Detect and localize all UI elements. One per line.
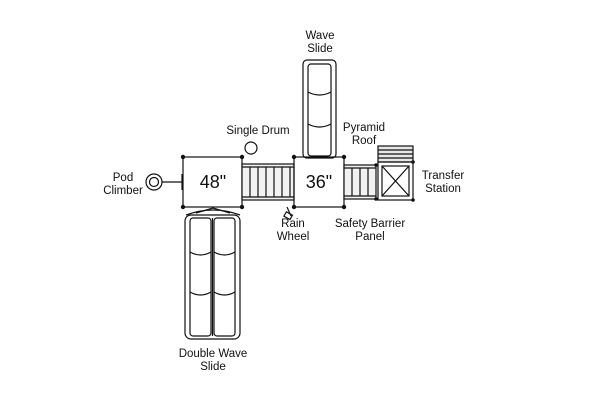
pyramid-roof-shape bbox=[377, 145, 414, 163]
safety-barrier-panel-shape bbox=[343, 164, 377, 200]
rain-wheel-shape bbox=[283, 206, 294, 221]
pod-climber-shape bbox=[145, 173, 183, 191]
bridge-panel bbox=[241, 163, 295, 201]
single-drum-shape bbox=[244, 141, 258, 155]
deck-48-size: 48" bbox=[199, 172, 227, 192]
label-single-drum: Single Drum bbox=[226, 125, 290, 137]
corner-posts bbox=[180, 154, 415, 210]
deck-36-size: 36" bbox=[305, 172, 333, 192]
wave-slide-shape bbox=[302, 59, 337, 159]
double-wave-slide-shape bbox=[184, 207, 241, 340]
transfer-station-shape bbox=[377, 161, 414, 201]
